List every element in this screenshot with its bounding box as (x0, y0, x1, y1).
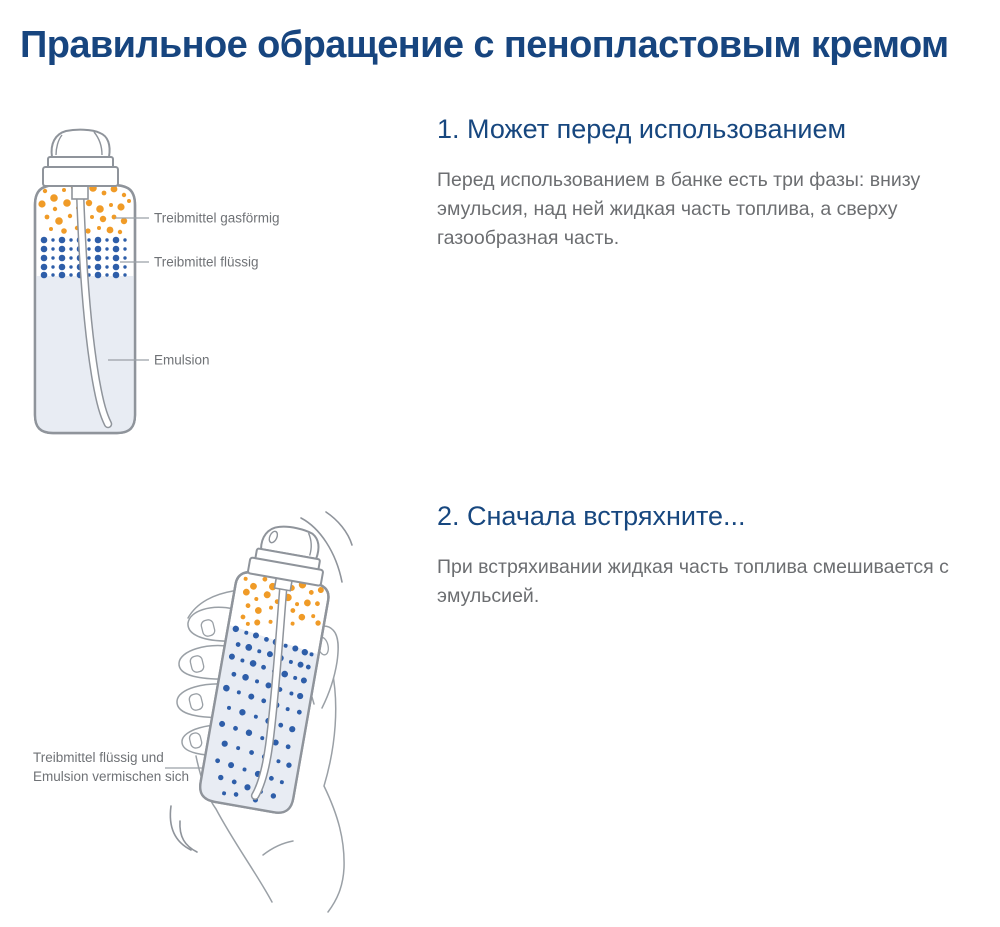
shake-can-svg: Treibmittel flüssig und Emulsion vermisc… (33, 511, 353, 913)
label-gas-propellant: Treibmittel gasförmig (154, 211, 280, 226)
dip-tube (250, 577, 289, 801)
label-mixing-line2: Emulsion vermischen sich (33, 769, 189, 784)
label-mixing-line1: Treibmittel flüssig und (33, 750, 164, 765)
section-2-heading: 2. Сначала встряхните... (437, 501, 746, 531)
can-cap (247, 525, 324, 587)
mixed-emulsion-fill (197, 624, 321, 816)
can-phases-svg: Treibmittel gasförmig Treibmittel flüssi… (33, 128, 280, 435)
section-2-body: При встряхивании жидкая часть топлива см… (437, 556, 949, 607)
fingernails (188, 619, 216, 749)
label-liquid-propellant: Treibmittel flüssig (154, 255, 259, 270)
section-1-heading: 1. Может перед использованием (437, 114, 847, 144)
palm-right-edge (323, 669, 345, 913)
can-cap (42, 128, 119, 187)
section-shake-first: 2. Сначала встряхните... При встряхивани… (437, 499, 972, 611)
figure1-labels: Treibmittel gasförmig Treibmittel flüssi… (108, 211, 280, 368)
liquid-propellant-dots (40, 236, 127, 279)
label-emulsion: Emulsion (154, 353, 210, 368)
figure-shake-can: Treibmittel flüssig und Emulsion vermisc… (20, 490, 440, 927)
shaken-can (197, 525, 330, 816)
dip-tube (75, 185, 113, 429)
page-title: Правильное обращение с пенопластовым кре… (20, 24, 949, 66)
section-1-body: Перед использованием в банке есть три фа… (437, 169, 921, 249)
shake-motion-lines (169, 511, 353, 853)
figure-can-phases: Treibmittel gasförmig Treibmittel flüssi… (20, 110, 340, 450)
section-before-use: 1. Может перед использованием Перед испо… (437, 112, 972, 253)
hand-top-edge (187, 590, 234, 619)
palm-crease (262, 840, 294, 856)
valve-stem (71, 184, 89, 200)
